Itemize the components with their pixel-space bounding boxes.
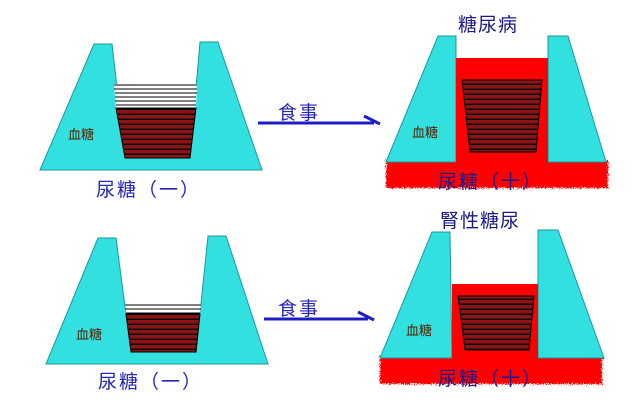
arrow-label: 食事: [278, 298, 321, 320]
urine-sugar-caption: 尿糖（一）: [98, 371, 204, 393]
level-lines: [114, 84, 197, 106]
blood-pool: [461, 79, 543, 153]
blood-sugar-label: 血糖: [406, 324, 433, 339]
blood-pool: [457, 295, 535, 351]
blood-sugar-label: 血糖: [68, 128, 95, 143]
urine-sugar-caption: 尿糖（十）: [438, 171, 544, 193]
blood-sugar-label: 血糖: [412, 126, 439, 141]
arrow-top: [258, 114, 381, 126]
blood-pool: [125, 313, 201, 353]
kidney-basin: [385, 35, 457, 163]
overflow-base: [380, 356, 602, 384]
kidney-basin: [379, 231, 453, 359]
blood-sugar-label: 血糖: [76, 328, 103, 343]
panel-diabetes: [385, 35, 608, 188]
panel-normal-top: [39, 41, 263, 171]
blood-level-lines: [114, 84, 197, 108]
kidney-basin-right: [537, 229, 605, 359]
panel-renal: [379, 229, 605, 384]
panel-title: 糖尿病: [458, 14, 519, 36]
urine-sugar-caption: 尿糖（一）: [96, 179, 202, 201]
overflow-base: [386, 160, 608, 188]
panel-normal-bottom: [45, 235, 269, 365]
blood-pool: [115, 107, 197, 159]
level-lines: [125, 304, 201, 314]
arrow-label: 食事: [278, 102, 321, 124]
urine-sugar-caption: 尿糖（十）: [438, 368, 544, 390]
panel-title: 腎性糖尿: [440, 210, 521, 232]
arrow-bottom: [264, 310, 375, 322]
kidney-basin-right: [547, 35, 607, 163]
